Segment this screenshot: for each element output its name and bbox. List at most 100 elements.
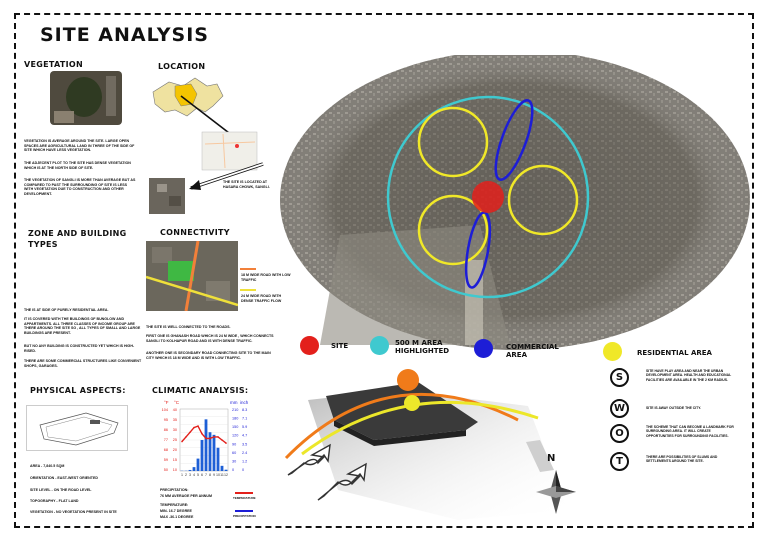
vegetation-heading: VEGETATION bbox=[24, 60, 84, 69]
swot-s-icon: S bbox=[610, 368, 629, 387]
precip-bar bbox=[220, 465, 224, 471]
tick-label: 1.2 bbox=[242, 459, 247, 463]
tick-label: 90 bbox=[232, 442, 236, 446]
vegetation-text-1: VEGETATION IS AVERAGE AROUND THE SITE. L… bbox=[24, 139, 135, 153]
swot-o-icon: O bbox=[610, 424, 629, 443]
legend-temp-label: TEMPERATURE bbox=[233, 496, 256, 500]
aerial-site-map bbox=[280, 55, 750, 350]
compass-north-label: N bbox=[547, 453, 556, 464]
page-title: SITE ANALYSIS bbox=[40, 24, 209, 46]
unit-f: °F bbox=[164, 400, 169, 405]
tick-label: 30 bbox=[232, 459, 236, 463]
tick-label: 0 bbox=[242, 468, 244, 472]
commercial-ellipse bbox=[494, 99, 534, 181]
physical-orientation: ORIENTATION - EAST-WEST ORIENTED bbox=[30, 476, 98, 480]
tick-label: 25 bbox=[173, 438, 177, 442]
tick-label: 180 bbox=[232, 417, 238, 421]
tick-label: 77 bbox=[164, 438, 168, 442]
physical-area: AREA - 7,840.5 SQM bbox=[30, 464, 65, 468]
legend-residential-label: RESIDENTIAL AREA bbox=[637, 349, 712, 357]
tick-label: 35 bbox=[173, 418, 177, 422]
precip-bar bbox=[208, 432, 212, 471]
connectivity-legend-2: 24 M WIDE ROAD WITH DENSE TRAFFIC FLOW bbox=[241, 294, 282, 303]
tick-label: 5.9 bbox=[242, 425, 247, 429]
wind-arrow bbox=[287, 443, 331, 476]
sun-path-diagram bbox=[284, 369, 568, 520]
climatic-heading: CLIMATIC ANALYSIS: bbox=[152, 386, 249, 395]
legend-commercial-label: COMMERCIAL AREA bbox=[506, 343, 559, 359]
location-heading: LOCATION bbox=[158, 62, 206, 71]
site-overlay bbox=[386, 95, 590, 299]
zone-heading: ZONE AND BUILDING TYPES bbox=[28, 229, 127, 249]
precip-label: PRECIPITATION: bbox=[160, 488, 189, 492]
swot-t-icon: T bbox=[610, 452, 629, 471]
legend-site-label: SITE bbox=[331, 342, 349, 350]
tick-label: 60 bbox=[232, 451, 236, 455]
zone-text-2: IT IS COVERED WITH THE BUILDINGS OF BUNG… bbox=[24, 317, 141, 335]
site-marker bbox=[472, 181, 504, 213]
unit-inch: inch bbox=[240, 400, 249, 405]
tick-label: 0 bbox=[232, 468, 234, 472]
site-plot bbox=[168, 261, 194, 281]
commercial-ellipse bbox=[464, 211, 492, 289]
precip-bar bbox=[204, 419, 208, 471]
tick-label: 8.3 bbox=[242, 408, 247, 412]
tick-label: 4.7 bbox=[242, 434, 247, 438]
legend-commercial-dot bbox=[474, 339, 493, 358]
connectivity-legend-1: 18 M WIDE ROAD WITH LOW TRAFFIC bbox=[241, 273, 291, 282]
legend-site-dot bbox=[300, 336, 319, 355]
connectivity-map bbox=[146, 241, 238, 311]
precip-value: 76 MM AVERAGE PER ANNUM bbox=[160, 494, 212, 498]
wind-arrow bbox=[317, 462, 367, 501]
physical-site-level: SITE LEVEL - ON THE ROAD LEVEL bbox=[30, 488, 92, 492]
vegetation-text-3: THE VEGETATION OF SANGLI IS MORE THAN AV… bbox=[24, 178, 136, 196]
location-diagram bbox=[149, 77, 264, 214]
legend-area-label: 500 M AREA HIGHLIGHTED bbox=[395, 339, 450, 355]
physical-heading: PHYSICAL ASPECTS: bbox=[30, 386, 126, 395]
month-label: 10 bbox=[216, 473, 220, 477]
connectivity-text-3: ANOTHER ONE IS SECONDARY ROAD CONNECTING… bbox=[146, 351, 271, 360]
temp-min: MIN- 16.7 DEGREE bbox=[160, 509, 192, 513]
swot-o-text: THE SCHEME THAT CAN BECOME A LANDMARK FO… bbox=[646, 425, 734, 438]
temp-label: TEMPERATURE: bbox=[160, 503, 189, 507]
month-label: 1 bbox=[181, 473, 183, 477]
zone-text-1: THE IS AT SIDE OF PURELY RESIDENTIAL ARE… bbox=[24, 308, 109, 312]
month-label: 6 bbox=[201, 473, 203, 477]
unit-mm: mm bbox=[230, 400, 238, 405]
site-plan-drawing bbox=[26, 405, 128, 451]
tick-label: 68 bbox=[164, 448, 168, 452]
residential-circle bbox=[417, 194, 489, 266]
swot-s-text: SITE HAVE PLAY AREA AND NEAR THE URBAN D… bbox=[646, 369, 732, 382]
tick-label: 95 bbox=[164, 418, 168, 422]
tick-label: 86 bbox=[164, 428, 168, 432]
legend-precip-line bbox=[235, 510, 253, 512]
swot-t-text: THERE ARE POSSIBILITIES OF SLUMS AND SET… bbox=[646, 455, 718, 464]
vegetation-photo bbox=[50, 71, 122, 125]
road-24m bbox=[184, 241, 200, 311]
residential-circle bbox=[417, 106, 489, 178]
legend-area-dot bbox=[370, 336, 389, 355]
tick-label: 3.5 bbox=[242, 442, 247, 446]
month-label: 2 bbox=[185, 473, 187, 477]
tick-label: 15 bbox=[173, 458, 177, 462]
site-block bbox=[326, 382, 478, 440]
zone-text-4: THERE ARE SOME COMMERCIAL STRUCTURES LIK… bbox=[24, 359, 142, 368]
legend-precip-label: PRECIPITATION bbox=[233, 514, 256, 518]
tick-label: 210 bbox=[232, 408, 238, 412]
swot-w-icon: W bbox=[610, 399, 629, 418]
residential-circle bbox=[507, 164, 579, 236]
legend-residential-dot bbox=[603, 342, 622, 361]
tick-label: 150 bbox=[232, 425, 238, 429]
tick-label: 59 bbox=[164, 458, 168, 462]
tick-label: 10 bbox=[173, 468, 177, 472]
connectivity-text-2: FIRST ONE IS GHANASH ROAD WHICH IS 24 M … bbox=[146, 334, 274, 343]
legend-line-orange bbox=[240, 268, 256, 270]
precip-bar bbox=[196, 458, 200, 471]
physical-topography: TOPOGRAPHY - FLAT LAND bbox=[30, 499, 79, 503]
precip-bar bbox=[216, 447, 220, 471]
tick-label: 50 bbox=[164, 468, 168, 472]
month-label: 5 bbox=[197, 473, 199, 477]
tick-label: 120 bbox=[232, 434, 238, 438]
month-label: 7 bbox=[205, 473, 207, 477]
